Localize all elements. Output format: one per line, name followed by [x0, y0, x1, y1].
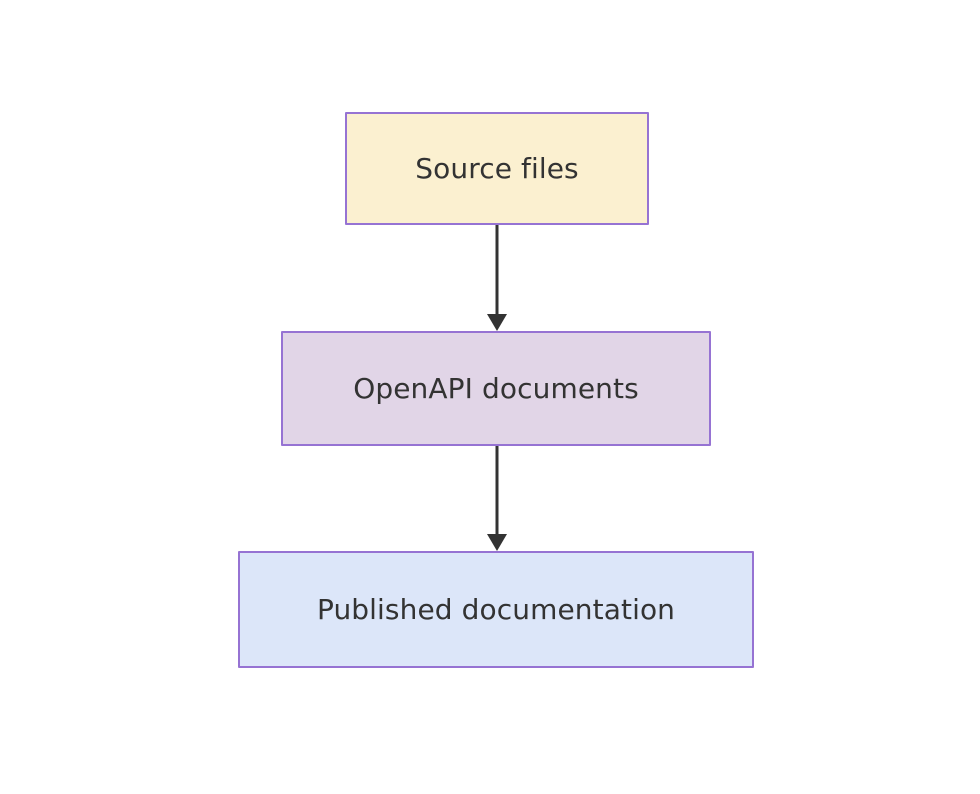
- arrowhead-icon: [487, 314, 507, 331]
- flow-node-published-documentation[interactable]: Published documentation: [238, 551, 754, 668]
- flow-node-openapi-documents[interactable]: OpenAPI documents: [281, 331, 711, 446]
- flow-node-label: OpenAPI documents: [353, 371, 639, 405]
- arrowhead-icon: [487, 534, 507, 551]
- edge-openapi-to-published: [487, 446, 507, 551]
- edge-source-to-openapi: [487, 225, 507, 331]
- flow-node-label: Published documentation: [316, 592, 676, 626]
- flow-node-source-files[interactable]: Source files: [345, 112, 649, 225]
- flow-node-label: Source files: [415, 151, 579, 185]
